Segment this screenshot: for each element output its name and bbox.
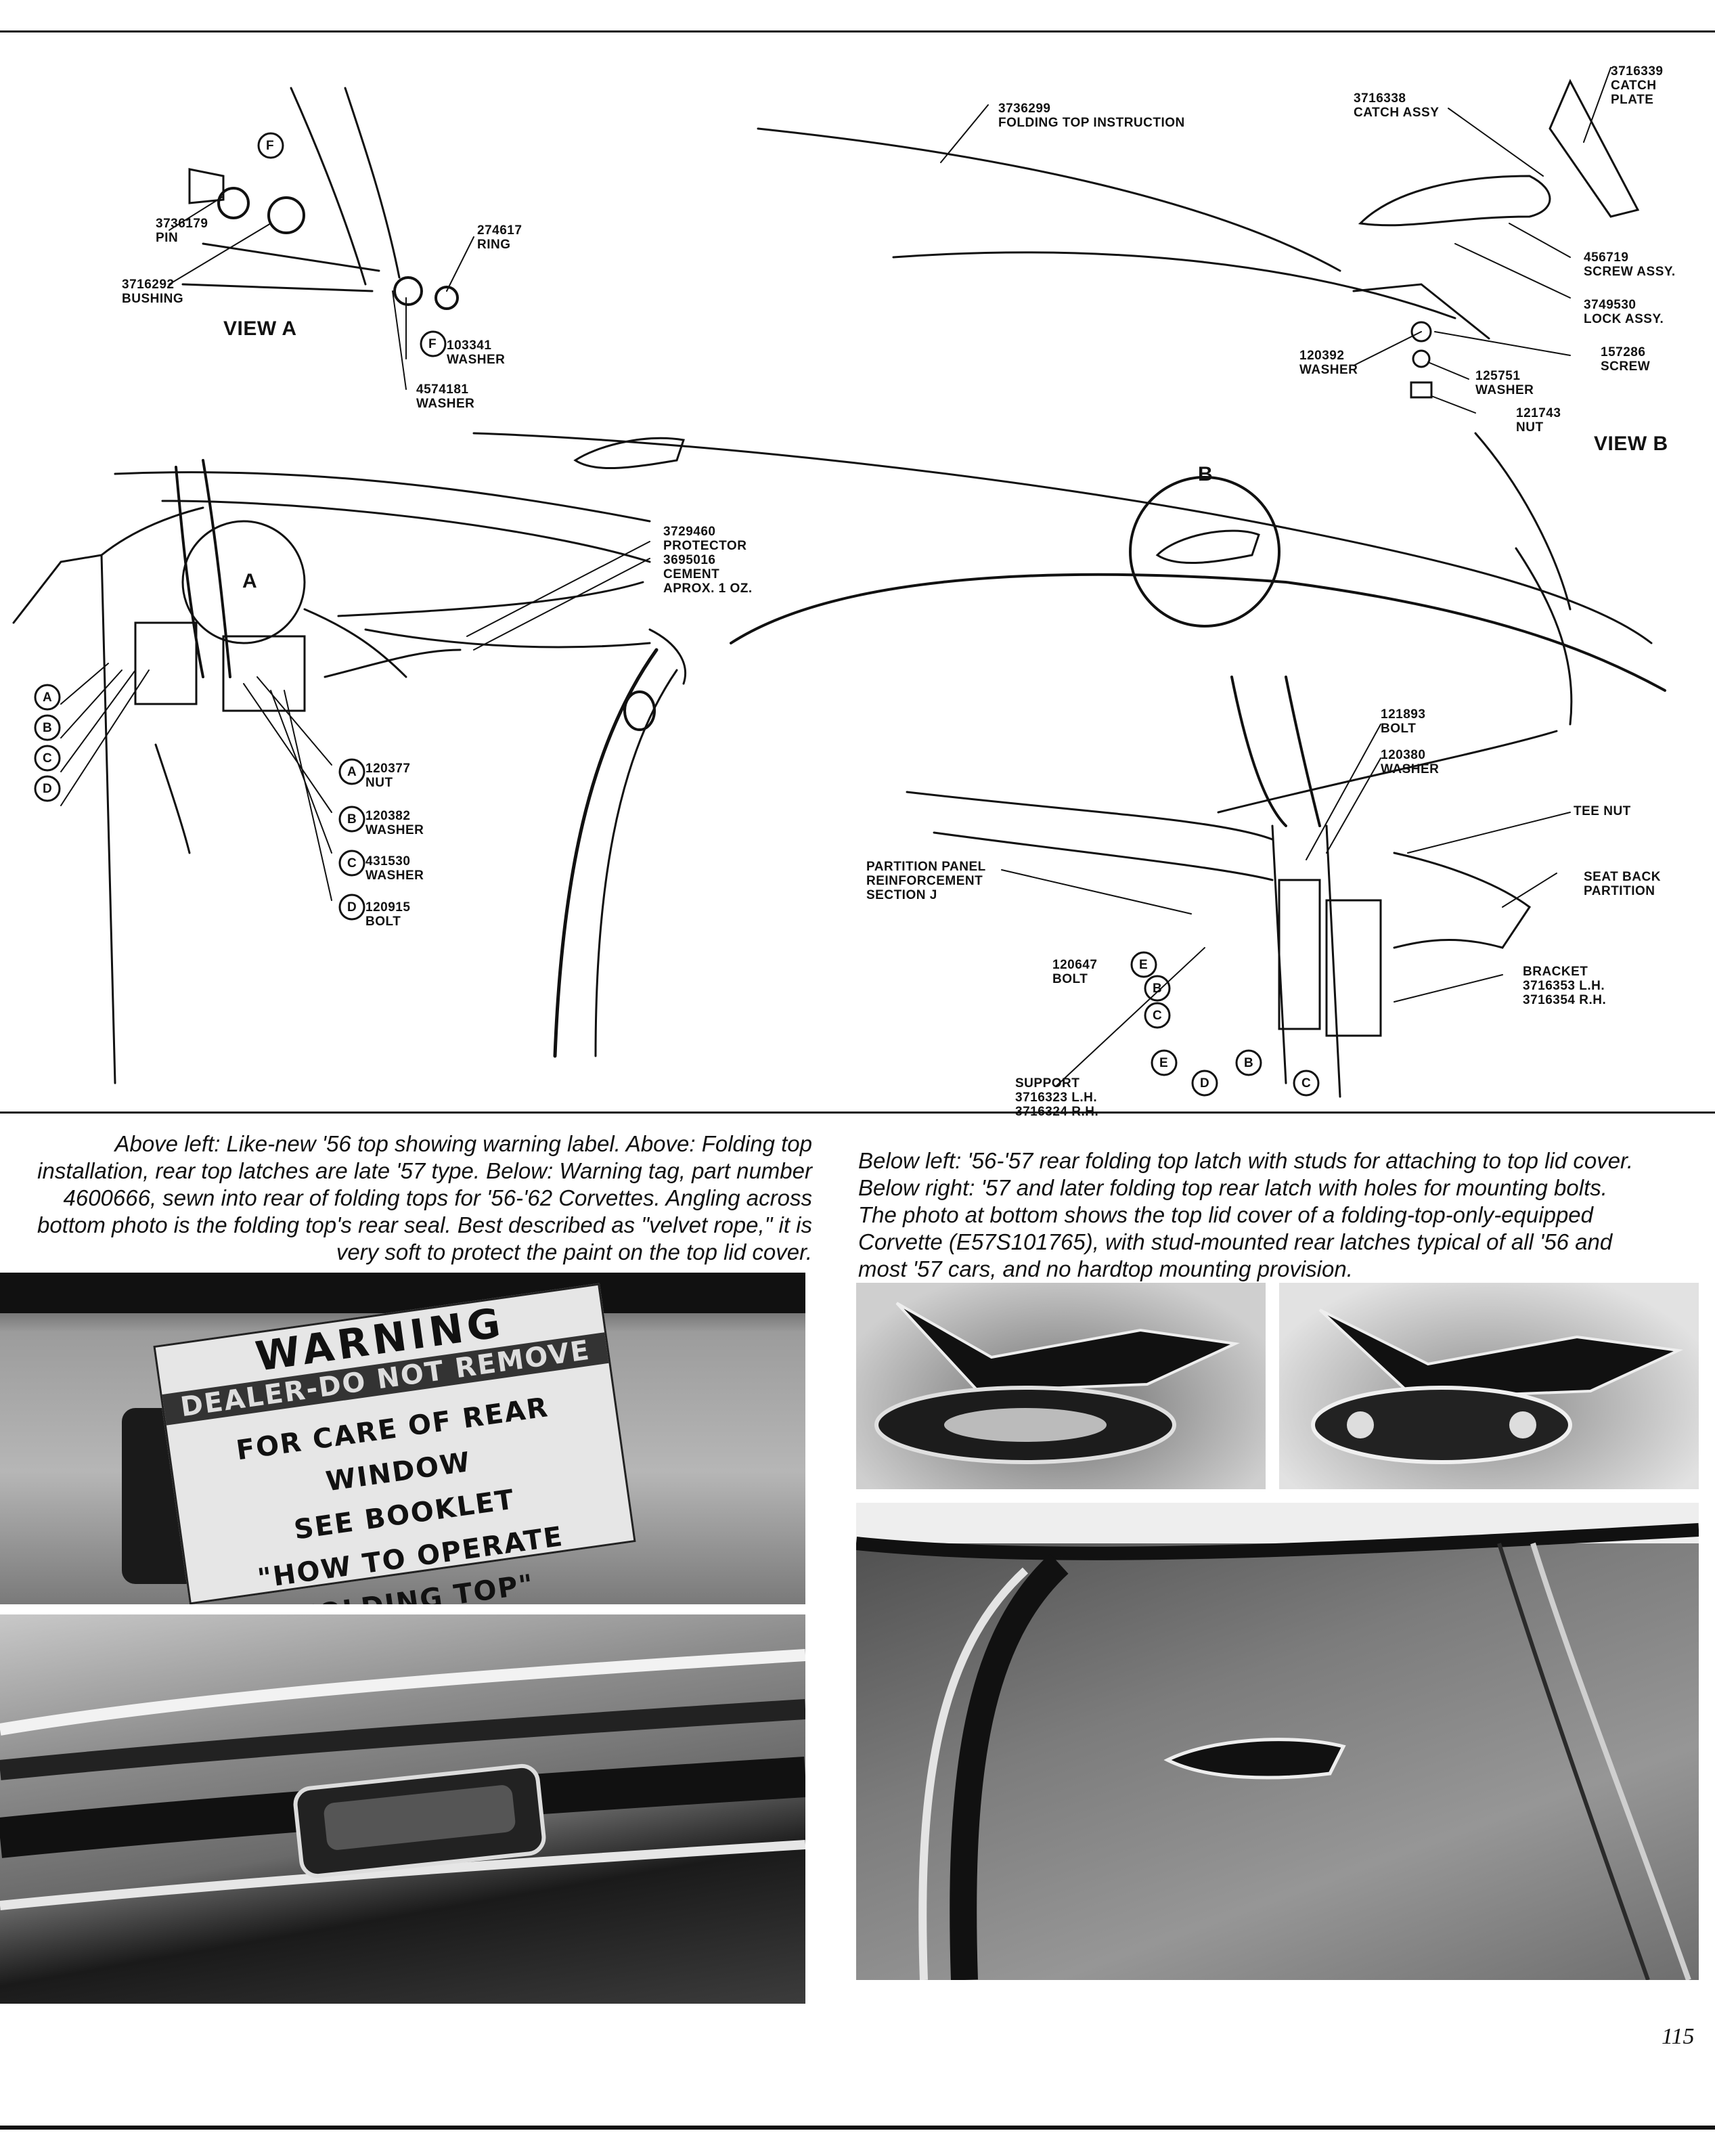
callout-c-right: C	[1153, 1009, 1163, 1023]
label-protector: 3729460 PROTECTOR 3695016 CEMENT APROX. …	[663, 525, 753, 596]
label-bolt-120647: 120647 BOLT	[1052, 958, 1098, 986]
label-washer-431530: 431530 WASHER	[365, 854, 424, 883]
label-bolt-120915: 120915 BOLT	[365, 900, 411, 929]
photo-dark-band	[0, 1273, 805, 1313]
latch-photo-56-57	[856, 1283, 1266, 1489]
latch-drawing-left	[874, 1302, 1240, 1464]
label-washer-120382: 120382 WASHER	[365, 809, 424, 837]
label-folding-top-instruction: 3736299 FOLDING TOP INSTRUCTION	[998, 102, 1185, 130]
callout-a-nut: A	[347, 765, 357, 779]
label-washer-120380: 120380 WASHER	[1381, 748, 1440, 776]
callout-d-bolt: D	[347, 900, 357, 915]
label-view-b: VIEW B	[1594, 433, 1668, 455]
label-screw-assy: 456719 SCREW ASSY.	[1584, 250, 1676, 279]
label-bolt-121893: 121893 BOLT	[1381, 707, 1426, 736]
caption-right: Below left: '56-'57 rear folding top lat…	[858, 1148, 1633, 1281]
callout-e-bolt: E	[1139, 958, 1149, 972]
top-lid-cover-photo	[856, 1503, 1699, 1980]
page-number: 115	[1662, 2024, 1695, 2049]
warning-tag-photo: WARNING DEALER-DO NOT REMOVE FOR CARE OF…	[0, 1273, 805, 1604]
rear-seal-photo	[0, 1614, 805, 2004]
label-bracket: BRACKET 3716353 L.H. 3716354 R.H.	[1523, 965, 1607, 1007]
caption-left: Above left: Like-new '56 top showing war…	[37, 1131, 812, 1264]
label-tee-nut: TEE NUT	[1574, 804, 1631, 818]
lid-drawing	[856, 1503, 1699, 1980]
callout-a-left: A	[43, 690, 53, 705]
label-support: SUPPORT 3716323 L.H. 3716324 R.H.	[1015, 1076, 1099, 1119]
folding-top-exploded-diagram	[12, 67, 1666, 1098]
callout-letters	[34, 132, 1320, 1097]
latch-drawing-right	[1311, 1308, 1684, 1464]
label-washer-120392: 120392 WASHER	[1299, 349, 1358, 377]
label-washer-4574181: 4574181 WASHER	[416, 382, 475, 411]
label-partition-panel: PARTITION PANEL REINFORCEMENT SECTION J	[866, 860, 986, 902]
label-nut-121743: 121743 NUT	[1516, 406, 1561, 435]
callout-a-circle: A	[242, 570, 258, 592]
callout-d-lower: D	[1200, 1076, 1210, 1091]
label-screw: 157286 SCREW	[1601, 345, 1651, 374]
warning-tag: WARNING DEALER-DO NOT REMOVE FOR CARE OF…	[153, 1283, 636, 1604]
callout-b-left: B	[43, 721, 53, 735]
callout-b-washer: B	[347, 812, 357, 827]
callout-f-top: F	[266, 139, 275, 153]
label-view-a: VIEW A	[223, 317, 297, 340]
callout-f-washer: F	[428, 337, 437, 351]
label-lock-assy: 3749530 LOCK ASSY.	[1584, 298, 1664, 326]
label-catch-plate: 3716339 CATCH PLATE	[1611, 64, 1664, 107]
callout-b-right: B	[1153, 982, 1163, 996]
label-ring: 274617 RING	[477, 223, 522, 252]
label-catch-assy: 3716338 CATCH ASSY	[1354, 91, 1440, 120]
latch-photo-57-later	[1279, 1283, 1699, 1489]
callout-b-circle: B	[1198, 463, 1213, 485]
bottom-rule	[0, 2126, 1715, 2130]
top-rule	[0, 30, 1715, 32]
callout-b-lower: B	[1244, 1056, 1254, 1070]
label-bushing: 3716292 BUSHING	[122, 278, 184, 306]
label-pin: 3736179 PIN	[156, 217, 208, 245]
callout-d-left: D	[43, 782, 53, 796]
callout-c-washer: C	[347, 856, 357, 871]
label-nut-120377: 120377 NUT	[365, 762, 411, 790]
rear-seal-drawing	[0, 1649, 805, 1910]
diagram-divider	[0, 1112, 1715, 1114]
label-washer-103341: 103341 WASHER	[447, 338, 506, 367]
callout-e-lower: E	[1159, 1056, 1169, 1070]
callout-c-lower: C	[1301, 1076, 1312, 1091]
callout-c-left: C	[43, 751, 53, 766]
label-seat-back-partition: SEAT BACK PARTITION	[1584, 870, 1661, 898]
label-washer-125751: 125751 WASHER	[1475, 369, 1534, 397]
